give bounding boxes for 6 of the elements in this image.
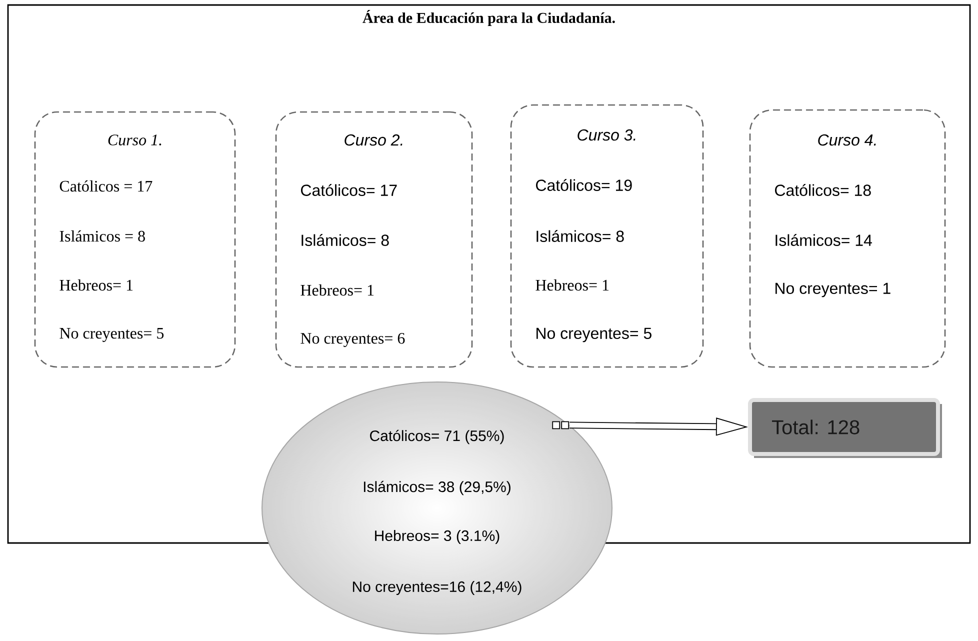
total-box: Total: 128 xyxy=(748,398,942,458)
course-box: Curso 1. Católicos = 17 Islámicos = 8 Hebreos= 1 No creyentes= 5 xyxy=(34,111,236,368)
course-box: Curso 2. Católicos= 17 Islámicos= 8 Hebreos= 1 No creyentes= 6 xyxy=(275,111,473,368)
course-box: Curso 4. Católicos= 18 Islámicos= 14 No creyentes= 1 xyxy=(749,109,946,368)
title: Área de Educación para la Ciudadanía. xyxy=(362,10,615,26)
course-box: Curso 3. Católicos= 19 Islámicos= 8 Hebreos= 1 No creyentes= 5 xyxy=(510,104,704,368)
